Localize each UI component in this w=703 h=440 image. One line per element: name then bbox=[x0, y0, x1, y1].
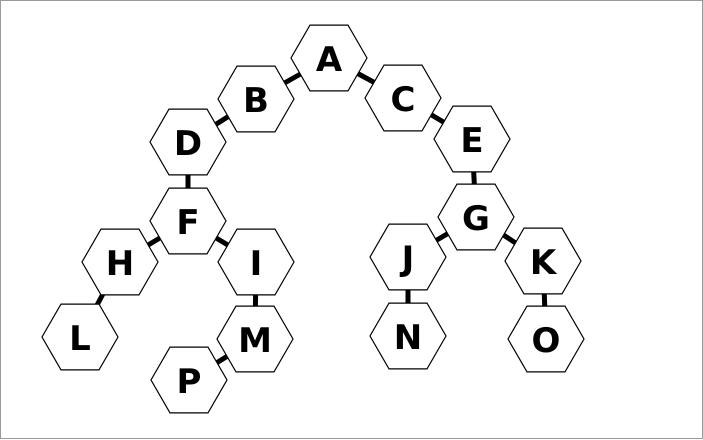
node-n: N bbox=[369, 302, 447, 370]
node-j: J bbox=[369, 223, 447, 291]
node-label: J bbox=[400, 239, 415, 279]
node-hexagon bbox=[41, 303, 119, 371]
node-e: E bbox=[433, 105, 511, 173]
node-hexagon bbox=[433, 105, 511, 173]
node-label: E bbox=[460, 121, 483, 161]
node-l: L bbox=[41, 303, 119, 371]
node-m: M bbox=[216, 305, 294, 373]
node-label: B bbox=[243, 81, 269, 121]
node-label: M bbox=[238, 321, 272, 361]
node-f: F bbox=[149, 187, 227, 255]
node-c: C bbox=[364, 64, 442, 132]
node-hexagon bbox=[217, 65, 295, 133]
node-label: O bbox=[532, 321, 561, 361]
node-hexagon bbox=[81, 228, 159, 296]
node-hexagon bbox=[216, 305, 294, 373]
node-p: P bbox=[150, 346, 228, 414]
node-hexagon bbox=[217, 228, 295, 296]
node-label: A bbox=[316, 40, 343, 80]
nodes-layer: A B C D E F G H I J K L M N O P bbox=[41, 24, 585, 414]
node-label: F bbox=[176, 203, 199, 243]
node-hexagon bbox=[149, 187, 227, 255]
node-a: A bbox=[290, 24, 368, 92]
node-g: G bbox=[437, 183, 515, 251]
node-hexagon bbox=[369, 302, 447, 370]
node-hexagon bbox=[437, 183, 515, 251]
node-label: G bbox=[462, 199, 490, 239]
node-hexagon bbox=[504, 227, 582, 295]
node-label: K bbox=[530, 243, 558, 283]
node-k: K bbox=[504, 227, 582, 295]
node-label: D bbox=[174, 124, 202, 164]
node-label: I bbox=[250, 244, 263, 284]
node-hexagon bbox=[364, 64, 442, 132]
node-b: B bbox=[217, 65, 295, 133]
node-label: H bbox=[106, 244, 134, 284]
node-o: O bbox=[507, 305, 585, 373]
node-label: L bbox=[69, 319, 91, 359]
node-d: D bbox=[149, 108, 227, 176]
node-hexagon bbox=[369, 223, 447, 291]
node-i: I bbox=[217, 228, 295, 296]
node-label: N bbox=[394, 318, 422, 358]
node-hexagon bbox=[290, 24, 368, 92]
node-hexagon bbox=[507, 305, 585, 373]
node-label: C bbox=[391, 80, 416, 120]
node-hexagon bbox=[150, 346, 228, 414]
node-label: P bbox=[177, 362, 202, 402]
node-h: H bbox=[81, 228, 159, 296]
node-hexagon bbox=[149, 108, 227, 176]
